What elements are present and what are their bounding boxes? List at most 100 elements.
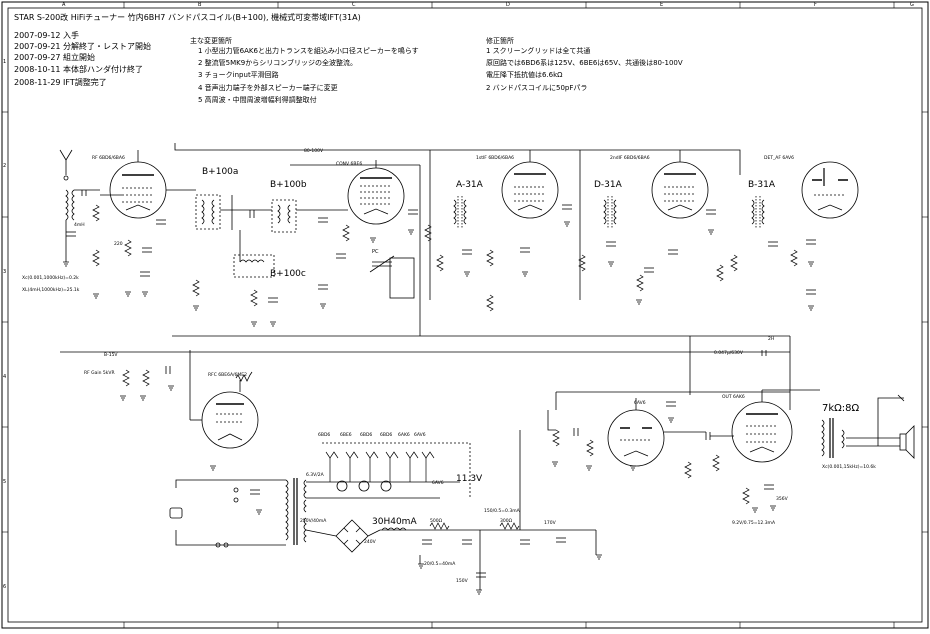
output-jack bbox=[877, 394, 905, 446]
ground-symbols bbox=[63, 221, 814, 595]
bandpass-wiring bbox=[166, 189, 348, 262]
v63-label: 6.3V/2A bbox=[306, 473, 324, 478]
ift-b31a bbox=[751, 196, 765, 228]
rfc-tube-label: RFC 6BE6A/6ME2 bbox=[208, 373, 247, 378]
out-xfmr-label: 7kΩ:8Ω bbox=[822, 403, 860, 414]
heaters bbox=[325, 451, 435, 482]
v80-label: 80-100V bbox=[304, 149, 324, 154]
rfc-tube bbox=[189, 350, 259, 449]
if1-tube bbox=[501, 150, 559, 219]
v113-label: 11.3V bbox=[456, 474, 483, 484]
grid-col-label: A bbox=[62, 2, 66, 8]
heater-label: 6BD6 bbox=[318, 433, 331, 438]
grid-col-label: B bbox=[198, 2, 202, 8]
changes-item: 5 高周波・中間周波増幅利得調整取付 bbox=[198, 96, 317, 104]
rf-tube bbox=[100, 150, 167, 219]
det-tube-label: DET_AF 6AV6 bbox=[764, 156, 794, 161]
grid-col-label: C bbox=[352, 2, 356, 8]
heater-label: 6BD6 bbox=[380, 433, 393, 438]
ift-a31a bbox=[453, 196, 467, 228]
d31a-label: D-31A bbox=[594, 180, 622, 190]
v240-label: 240V bbox=[364, 540, 376, 545]
heater-label: 6BD6 bbox=[360, 433, 373, 438]
switch-contacts bbox=[215, 487, 239, 548]
bandpass-coils bbox=[201, 199, 291, 263]
rf-tube-label: RF 6BD6/6BA6 bbox=[92, 156, 125, 161]
fixes-line: 電圧降下抵抗値は6.6kΩ bbox=[486, 71, 563, 79]
b31a-label: B-31A bbox=[748, 180, 776, 190]
i150-label: 150/0.5=0.3mA bbox=[484, 509, 520, 514]
v356-label: 356V bbox=[776, 497, 788, 502]
b15v-label: B-15V bbox=[104, 353, 118, 358]
changes-item: 1 小型出力管6AK6と出力トランスを組込み小口径スピーカーを鳴らす bbox=[198, 47, 419, 55]
grid-col-label: F bbox=[814, 2, 817, 8]
out-tube-label: OUT 6AK6 bbox=[722, 395, 745, 400]
grid-col-label: G bbox=[910, 2, 914, 8]
det-tube bbox=[801, 161, 859, 219]
osc-note1: Xc(0.001,1000kHz)=0.2k bbox=[22, 276, 79, 281]
pc-variable-capacitor bbox=[369, 255, 415, 299]
fixes-line: 2 バンドパスコイルに50pFパラ bbox=[486, 84, 588, 92]
choke-label: 30H40mA bbox=[372, 517, 417, 527]
changes-item: 3 チョークinput平滑回路 bbox=[198, 71, 279, 79]
i20-label: 20/0.5=40mA bbox=[424, 562, 456, 567]
grid-row-label: 4 bbox=[3, 374, 7, 380]
grid-row-label: 1 bbox=[3, 59, 7, 65]
v150-label: 150V bbox=[456, 579, 468, 584]
fixes-heading: 修正箇所 bbox=[486, 37, 514, 45]
v250-label: 250V/40mA bbox=[300, 519, 327, 524]
history-item: 2007-09-12 入手 bbox=[14, 31, 80, 40]
heater-wiring bbox=[306, 442, 471, 499]
changes-item: 4 音声出力端子を外部スピーカー端子に変更 bbox=[198, 84, 338, 92]
bandpass-coil-boxes bbox=[195, 194, 297, 278]
capacitors bbox=[66, 190, 816, 578]
grid-row-label: 2 bbox=[3, 163, 7, 169]
power-transformer bbox=[285, 478, 307, 545]
if2-tube-label: 2ndIF 6BD6/6BA6 bbox=[610, 156, 650, 161]
changes-heading: 主な変更箇所 bbox=[190, 37, 232, 45]
r300-label: 300Ω bbox=[500, 519, 513, 524]
b100c-label: B+100c bbox=[270, 269, 306, 279]
rf4mh-label: 4mH bbox=[74, 223, 85, 228]
fixes-line: 1 スクリーングリッドは全て共通 bbox=[486, 47, 591, 55]
rf-gain-label: RF Gain 5kVR bbox=[84, 371, 115, 376]
cur-label: 9.2V/0.75=12.3mA bbox=[732, 521, 776, 526]
output-stage-wiring bbox=[519, 336, 790, 530]
sheet-title: STAR S-200改 HiFiチューナー 竹内6BH7 バンドパスコイル(B+… bbox=[14, 13, 361, 22]
bridge-rectifier bbox=[335, 519, 369, 553]
sav-tube bbox=[607, 398, 665, 467]
v170-label: 170V bbox=[544, 521, 556, 526]
b100b-label: B+100b bbox=[270, 180, 307, 190]
p2h-label: 2H bbox=[768, 337, 775, 342]
out-tube bbox=[731, 389, 820, 463]
rf-input-coil bbox=[65, 189, 100, 262]
if1-tube-label: 1stIF 6BD6/6BA6 bbox=[476, 156, 515, 161]
heater-label: 6BE6 bbox=[340, 433, 352, 438]
pc-label: PC bbox=[372, 249, 379, 255]
power-input-wiring bbox=[169, 479, 286, 546]
heater-label: 6AK6 bbox=[398, 433, 410, 438]
conv-tube-label: CONV 6BE6 bbox=[336, 162, 363, 167]
sav6-label: 6AV6 bbox=[432, 481, 444, 486]
ift-d31a bbox=[603, 196, 617, 228]
heater-label: 6AV6 bbox=[414, 433, 426, 438]
history-item: 2008-10-11 本体部ハンダ付け終了 bbox=[14, 65, 144, 74]
changes-item: 2 整流管5MK9からシリコンブリッジの全波整流。 bbox=[198, 59, 358, 67]
power-rails bbox=[305, 527, 597, 590]
history-item: 2007-09-27 組立開始 bbox=[14, 53, 96, 62]
spk-note: Xc(0.001,15kHz)=10.6k bbox=[822, 465, 876, 470]
resistors bbox=[92, 204, 798, 530]
frame-inner bbox=[7, 7, 923, 623]
speaker-icon bbox=[899, 425, 915, 459]
c047-label: 0.047μ/630V bbox=[714, 351, 743, 356]
grid-col-label: D bbox=[506, 2, 510, 8]
osc-note2: XL(4mH,1000kHz)=25.1k bbox=[22, 288, 80, 293]
pilot-lamps bbox=[336, 480, 392, 492]
b100a-label: B+100a bbox=[202, 167, 239, 177]
output-transformer bbox=[821, 418, 900, 458]
r500-label: 500Ω bbox=[430, 519, 443, 524]
conv-tube bbox=[347, 160, 405, 225]
